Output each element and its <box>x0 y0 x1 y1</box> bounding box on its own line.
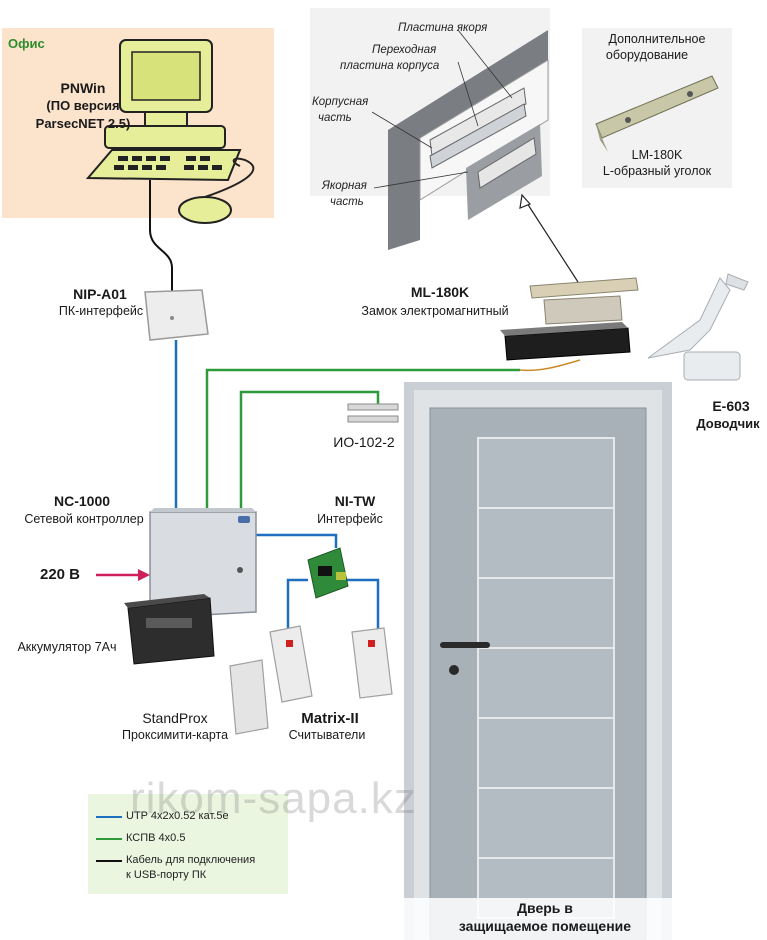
body-part-label-1: Корпусная <box>312 96 369 108</box>
nc-1000-name: NC-1000 <box>53 493 111 509</box>
legend-usb-swatch <box>96 860 122 862</box>
kspv-cable-sensor <box>239 390 380 512</box>
office-title: Офис <box>8 36 45 51</box>
legend-usb-label-2: к USB-порту ПК <box>126 869 207 881</box>
reader-1-icon <box>269 625 313 703</box>
ml-180k-name: ML-180K <box>410 284 470 300</box>
accessory-desc: L-образный уголок <box>602 164 712 178</box>
pc-software-desc-2: ParsecNET 2.5) <box>35 116 131 131</box>
kspv-cable-lock <box>205 368 520 512</box>
door-icon <box>404 382 672 940</box>
e-603-closer <box>647 273 749 381</box>
proximity-card-icon <box>229 659 269 735</box>
body-part-label-2: часть <box>318 112 352 124</box>
nip-a01-desc: ПК-интерфейс <box>58 304 144 318</box>
ni-tw-name: NI-TW <box>334 493 376 509</box>
ni-tw-desc: Интерфейс <box>317 512 383 526</box>
nip-a01-name: NIP-A01 <box>73 286 127 302</box>
usb-cable <box>149 180 173 292</box>
adapter-plate-label-1: Переходная <box>372 44 437 56</box>
reader-name: Matrix-II <box>301 710 359 727</box>
door-label-1: Дверь в <box>517 900 573 916</box>
watermark-text: rikom-sapa.kz <box>130 774 417 823</box>
nip-a01-box <box>144 289 209 341</box>
computer-icon <box>85 39 255 224</box>
utp-cable-interface <box>256 533 338 548</box>
pc-software-name: PNWin <box>60 80 106 96</box>
l-bracket-icon <box>595 75 719 152</box>
accessory-title-1: Дополнительное <box>608 32 706 46</box>
ml-180k-desc: Замок электромагнитный <box>361 304 509 318</box>
reader-desc: Считыватели <box>288 728 366 742</box>
battery-icon <box>124 594 215 665</box>
ni-tw-board <box>307 547 349 599</box>
power-arrow-icon <box>96 569 150 581</box>
lock-detail-illustration <box>371 29 549 250</box>
legend-kspv-label: КСПВ 4x0.5 <box>126 832 186 844</box>
e-603-name: E-603 <box>712 398 750 414</box>
door-label-2: защищаемое помещение <box>458 918 632 934</box>
legend-usb-label-1: Кабель для подключения <box>126 854 256 866</box>
legend-utp-label: UTP 4x2x0.52 кат.5е <box>126 810 229 822</box>
nc-1000-controller <box>149 508 257 619</box>
cable-legend <box>88 794 288 894</box>
accessory-title-2: оборудование <box>605 48 689 62</box>
anchor-part-label-1: Якорная <box>322 180 367 192</box>
ml-180k-lock <box>500 277 639 361</box>
pc-software-desc-1: (ПО версия <box>46 98 120 113</box>
nc-1000-desc: Сетевой контроллер <box>24 512 144 526</box>
adapter-plate-label-2: пластина корпуса <box>340 60 440 72</box>
legend-kspv-swatch <box>96 838 122 840</box>
battery-label: Аккумулятор 7Ач <box>17 640 117 654</box>
io-102-2-sensor <box>347 403 399 423</box>
anchor-part-label-2: часть <box>330 196 364 208</box>
e-603-desc: Доводчик <box>696 416 760 431</box>
legend-utp-swatch <box>96 816 122 818</box>
accessory-model: LM-180K <box>631 148 683 162</box>
anchor-plate-label: Пластина якоря <box>398 22 488 34</box>
reader-2-icon <box>351 627 393 699</box>
io-102-2-name: ИО-102-2 <box>333 434 395 450</box>
card-name: StandProx <box>142 710 208 726</box>
card-desc: Проксимити-карта <box>121 728 229 742</box>
power-label: 220 В <box>39 566 81 583</box>
